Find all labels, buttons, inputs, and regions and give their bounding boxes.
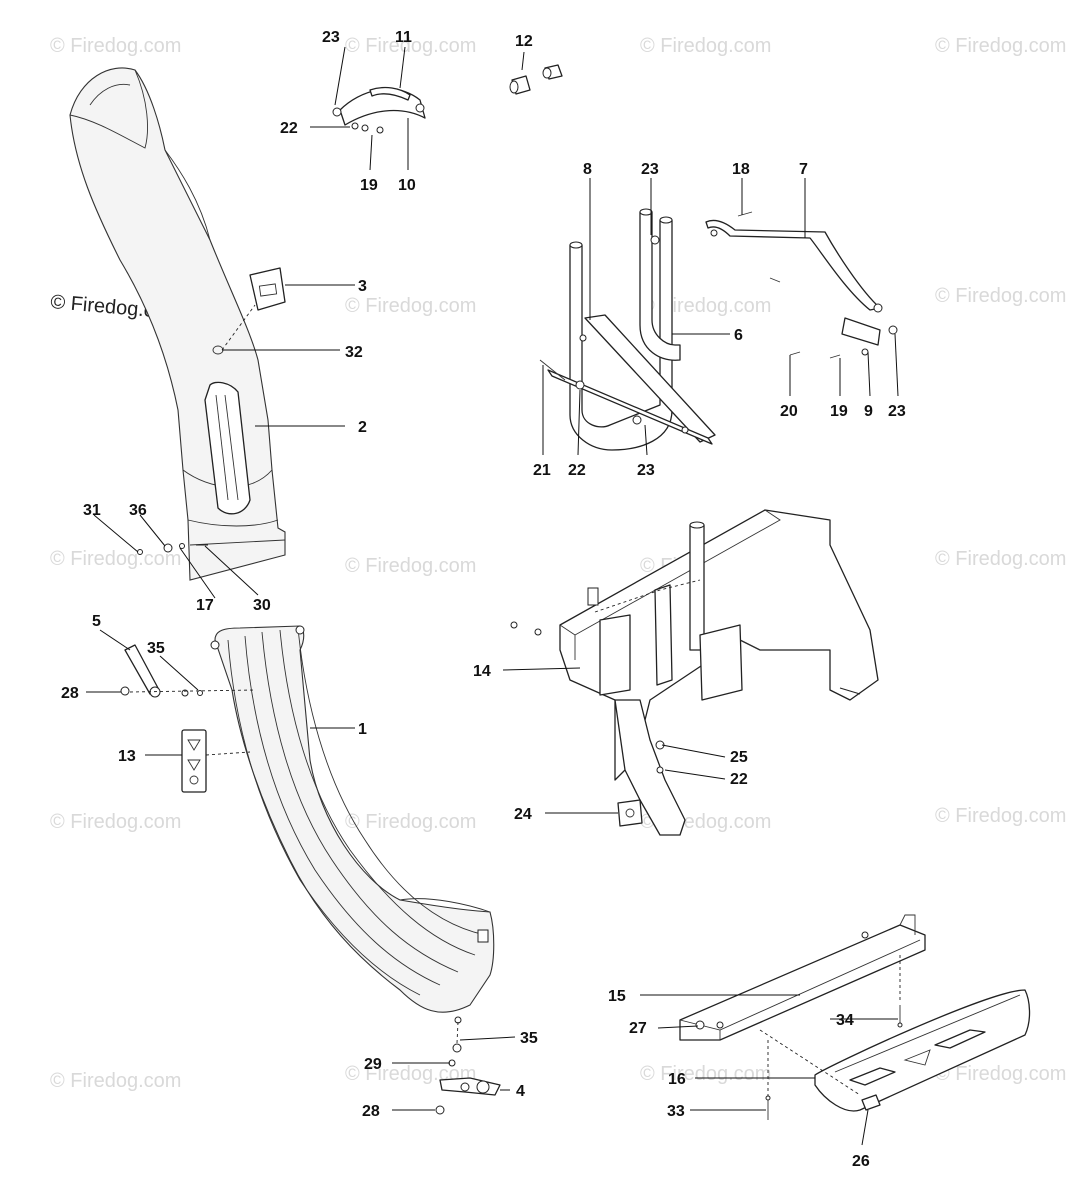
base-15 xyxy=(679,914,926,1041)
callout-15: 15 xyxy=(608,988,626,1005)
callout-13: 13 xyxy=(118,748,136,765)
callout-11: 11 xyxy=(395,29,412,46)
handle-5 xyxy=(120,644,203,698)
watermark: © Firedog.com xyxy=(345,811,476,833)
watermark: © Firedog.com xyxy=(935,805,1066,827)
frame-14 xyxy=(510,509,879,836)
decal-13 xyxy=(181,729,207,793)
callout-12: 12 xyxy=(515,33,533,50)
callout-5: 5 xyxy=(92,613,101,630)
watermark: © Firedog.com xyxy=(935,35,1066,57)
plate-24 xyxy=(617,799,643,827)
upper-chute xyxy=(69,67,286,581)
watermark: © Firedog.com xyxy=(640,1063,771,1085)
callout-23: 23 xyxy=(322,29,340,46)
callout-20: 20 xyxy=(780,403,798,420)
callout-26: 26 xyxy=(852,1153,870,1170)
hardware-30-31-36 xyxy=(137,543,208,555)
callout-29: 29 xyxy=(364,1056,382,1073)
callout-35: 35 xyxy=(520,1030,538,1047)
callout-4: 4 xyxy=(516,1083,525,1100)
lower-chute xyxy=(210,625,495,1024)
watermark: © Firedog.com xyxy=(50,1070,181,1092)
callout-23: 23 xyxy=(641,161,659,178)
callout-21: 21 xyxy=(533,462,551,479)
callout-19: 19 xyxy=(830,403,848,420)
watermark: © Firedog.com xyxy=(640,295,771,317)
watermark: © Firedog.com xyxy=(640,35,771,57)
watermark: © Firedog.com xyxy=(345,295,476,317)
tube-frame-6-8 xyxy=(547,208,716,451)
decal-3 xyxy=(249,267,286,311)
watermark: © Firedog.com xyxy=(50,811,181,833)
callout-28: 28 xyxy=(362,1103,380,1120)
callout-7: 7 xyxy=(799,161,808,178)
callout-22: 22 xyxy=(730,771,748,788)
callout-8: 8 xyxy=(583,161,592,178)
leader-lines xyxy=(86,46,901,1146)
watermark: © Firedog.com xyxy=(345,35,476,57)
callout-35: 35 xyxy=(147,640,165,657)
callout-19: 19 xyxy=(360,177,378,194)
callout-24: 24 xyxy=(514,806,532,823)
callout-22: 22 xyxy=(280,120,298,137)
callout-labels: 23 11 12 22 19 10 8 23 18 7 3 32 6 2 20 … xyxy=(61,29,906,1170)
caps-12 xyxy=(509,64,563,95)
callout-22: 22 xyxy=(568,462,586,479)
watermark: © Firedog.com xyxy=(50,35,181,57)
bracket-4 xyxy=(435,1043,501,1115)
watermark: © Firedog.com xyxy=(935,285,1066,307)
callout-31: 31 xyxy=(83,502,101,519)
callout-27: 27 xyxy=(629,1020,647,1037)
callout-23: 23 xyxy=(888,403,906,420)
callout-32: 32 xyxy=(345,344,363,361)
bolts xyxy=(539,211,753,390)
watermark: © Firedog.com xyxy=(345,555,476,577)
watermark: © Firedog.com xyxy=(935,1063,1066,1085)
callout-2: 2 xyxy=(358,419,367,436)
callout-3: 3 xyxy=(358,278,367,295)
clamp-10-11 xyxy=(332,86,426,134)
callout-25: 25 xyxy=(730,749,748,766)
bar-7 xyxy=(705,219,883,313)
callout-33: 33 xyxy=(667,1103,685,1120)
callout-18: 18 xyxy=(732,161,750,178)
plate-9 xyxy=(789,317,898,359)
callout-34: 34 xyxy=(836,1012,854,1029)
callout-30: 30 xyxy=(253,597,271,614)
watermark: © Firedog.com xyxy=(935,548,1066,570)
bumper-16 xyxy=(814,989,1031,1112)
callout-36: 36 xyxy=(129,502,147,519)
callout-14: 14 xyxy=(473,663,491,680)
callout-28: 28 xyxy=(61,685,79,702)
callout-23: 23 xyxy=(637,462,655,479)
callout-9: 9 xyxy=(864,403,873,420)
watermark: © Firedog.com xyxy=(50,548,181,570)
callout-17: 17 xyxy=(196,597,214,614)
callout-6: 6 xyxy=(734,327,743,344)
callout-1: 1 xyxy=(358,721,367,738)
callout-16: 16 xyxy=(668,1071,686,1088)
callout-10: 10 xyxy=(398,177,416,194)
